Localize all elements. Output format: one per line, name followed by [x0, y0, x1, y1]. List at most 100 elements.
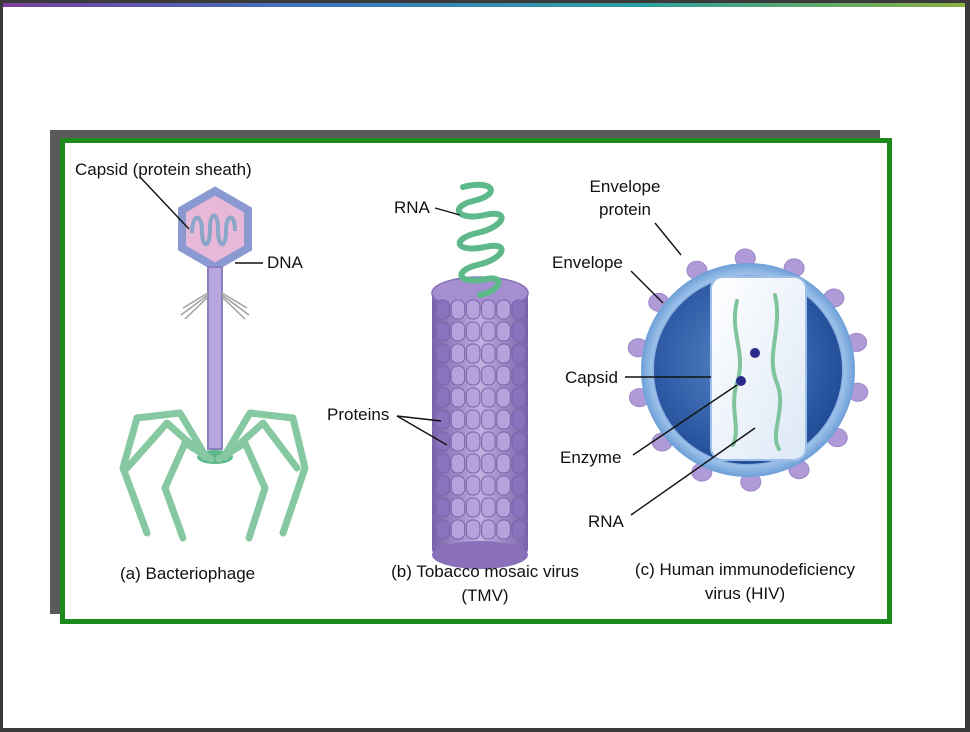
- tmv-protein-subunit: [435, 497, 450, 518]
- phage-capsid-leader: [139, 176, 190, 230]
- tmv-protein-subunit: [481, 387, 496, 408]
- tmv-protein-subunit: [435, 299, 450, 320]
- tmv-protein-subunit: [465, 387, 481, 408]
- tmv-protein-subunit: [481, 453, 496, 474]
- tmv-protein-subunit: [496, 365, 511, 386]
- tmv-protein-subunit: [435, 321, 450, 342]
- hiv-envelope-label: Envelope: [552, 253, 623, 272]
- tmv-protein-subunit: [450, 453, 466, 474]
- tmv-protein-subunit: [511, 365, 526, 386]
- tmv-proteins-leader-1: [396, 415, 442, 422]
- slide-top-bar: [3, 3, 965, 7]
- tmv-protein-subunit: [481, 519, 496, 540]
- phage-dna-label: DNA: [267, 253, 303, 272]
- tmv-protein-subunit: [450, 299, 466, 320]
- tmv-protein-subunit: [496, 475, 511, 496]
- hiv-env-protein-leader: [654, 222, 682, 256]
- bacteriophage-illustration: [119, 176, 309, 542]
- tmv-protein-subunit: [450, 431, 466, 452]
- tmv-protein-subunit: [450, 387, 466, 408]
- hiv-capsid-label: Capsid: [565, 368, 618, 387]
- tmv-rna-helix: [455, 181, 505, 298]
- tmv-protein-subunit: [481, 409, 496, 430]
- tmv-protein-subunit: [511, 409, 526, 430]
- tmv-protein-subunit: [496, 299, 511, 320]
- hiv-envelope-protein-label-line1: Envelope: [589, 177, 661, 196]
- tmv-protein-subunit: [450, 343, 466, 364]
- hiv-enzyme-label: Enzyme: [560, 448, 622, 467]
- tmv-caption-line1: (b) Tobacco mosaic virus: [391, 562, 579, 581]
- tmv-protein-subunit: [465, 519, 481, 540]
- hiv-caption-line2: virus (HIV): [704, 584, 786, 603]
- tmv-protein-subunit: [465, 409, 481, 430]
- tmv-protein-subunit: [450, 365, 466, 386]
- tmv-protein-subunit: [465, 299, 481, 320]
- tmv-protein-subunit: [481, 299, 496, 320]
- tmv-protein-subunit: [481, 365, 496, 386]
- tmv-protein-subunit: [450, 475, 466, 496]
- hiv-enzyme-leader: [632, 384, 738, 456]
- slide: Capsid (protein sheath) DNA (a) Bacterio…: [3, 3, 965, 728]
- tmv-protein-subunit: [465, 343, 481, 364]
- phage-capsid-label: Capsid (protein sheath): [75, 160, 252, 179]
- tmv-proteins-label: Proteins: [327, 405, 390, 424]
- tmv-protein-subunit: [435, 387, 450, 408]
- tmv-protein-subunit: [511, 321, 526, 342]
- tmv-protein-subunit: [511, 475, 526, 496]
- tmv-rod-bottom: [432, 541, 528, 569]
- tmv-protein-subunit: [450, 497, 466, 518]
- tmv-protein-subunit: [481, 431, 496, 452]
- tmv-protein-subunit: [465, 475, 481, 496]
- tmv-caption-line2: (TMV): [461, 586, 509, 605]
- tmv-protein-subunit: [465, 321, 481, 342]
- tmv-protein-subunit: [435, 431, 450, 452]
- tmv-protein-subunit: [496, 453, 511, 474]
- hiv-envelope-protein-label-line2: protein: [599, 200, 651, 219]
- tmv-protein-subunit: [511, 299, 526, 320]
- tmv-protein-subunit: [496, 387, 511, 408]
- tmv-protein-subunit: [450, 519, 466, 540]
- hiv-enzyme-1: [750, 348, 760, 358]
- phage-dna-icon: [190, 213, 237, 247]
- tmv-protein-subunit: [496, 343, 511, 364]
- tmv-rna-label: RNA: [394, 198, 430, 217]
- tmv-protein-subunit: [496, 431, 511, 452]
- phage-tail-fibers: [119, 409, 309, 542]
- tmv-protein-subunit: [465, 497, 481, 518]
- hiv-envelope-leader: [630, 270, 664, 304]
- tmv-protein-subunit: [511, 387, 526, 408]
- phage-collar: [180, 292, 250, 320]
- tmv-protein-subunit: [496, 497, 511, 518]
- tmv-rna-leader: [434, 207, 461, 216]
- hiv-caption-line1: (c) Human immunodeficiency: [634, 560, 856, 579]
- tmv-proteins-leader-2: [396, 415, 448, 446]
- tmv-protein-subunit: [511, 519, 526, 540]
- tmv-protein-subunit: [435, 475, 450, 496]
- tmv-protein-subunit: [481, 475, 496, 496]
- tmv-protein-subunits: [435, 299, 526, 540]
- tmv-protein-subunit: [481, 321, 496, 342]
- tmv-protein-subunit: [496, 519, 511, 540]
- tmv-protein-subunit: [435, 519, 450, 540]
- tmv-protein-subunit: [450, 409, 466, 430]
- tmv-protein-subunit: [481, 497, 496, 518]
- tmv-protein-subunit: [435, 343, 450, 364]
- tmv-protein-subunit: [465, 453, 481, 474]
- phage-caption: (a) Bacteriophage: [120, 564, 256, 583]
- tmv-protein-subunit: [511, 343, 526, 364]
- tmv-protein-subunit: [496, 321, 511, 342]
- tmv-protein-subunit: [511, 453, 526, 474]
- hiv-capsid-core: [710, 276, 807, 461]
- phage-tail-sheath: [207, 266, 223, 450]
- hiv-enzyme-2: [736, 376, 746, 386]
- tmv-protein-subunit: [481, 343, 496, 364]
- tmv-protein-subunit: [450, 321, 466, 342]
- virus-structure-figure: Capsid (protein sheath) DNA (a) Bacterio…: [60, 138, 892, 624]
- hiv-rna-label: RNA: [588, 512, 624, 531]
- tmv-protein-subunit: [511, 431, 526, 452]
- virus-illustrations: [119, 176, 869, 569]
- tmv-illustration: [396, 181, 529, 569]
- tmv-protein-subunit: [496, 409, 511, 430]
- tmv-protein-subunit: [465, 365, 481, 386]
- tmv-protein-subunit: [435, 409, 450, 430]
